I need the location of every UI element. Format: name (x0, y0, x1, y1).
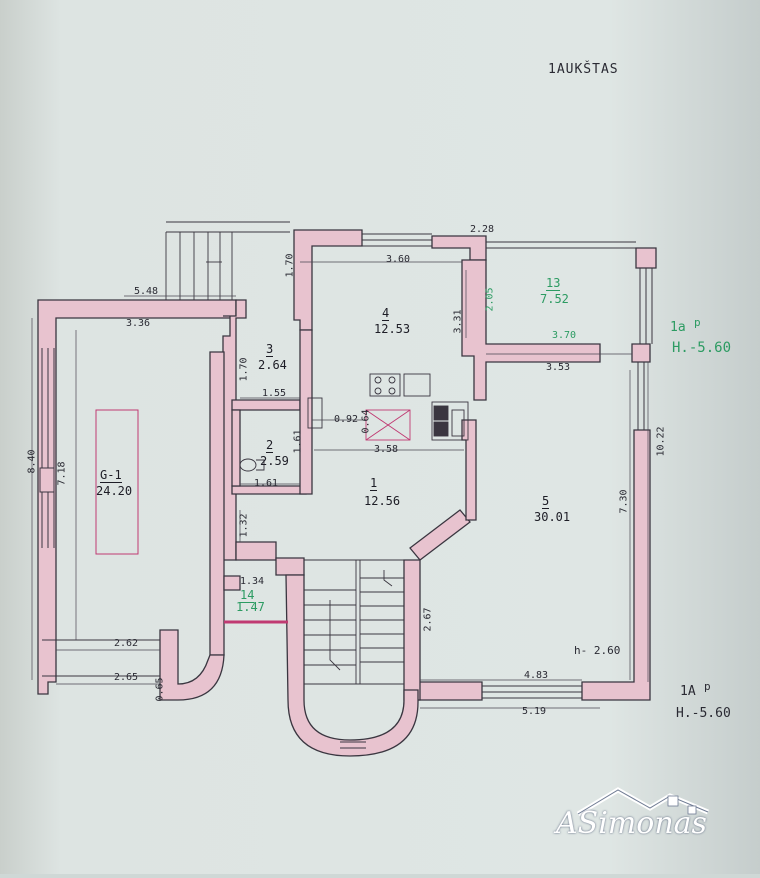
dimension-label: 10.22 (655, 426, 667, 457)
partition-3-2 (231, 399, 301, 411)
plan-title: 1AUKŠTAS (548, 62, 619, 77)
dimension-label: 1.70 (284, 253, 296, 278)
note-text: 1A (680, 684, 696, 699)
corner-column-2 (631, 343, 651, 363)
room-height-label: h- 2.60 (574, 644, 621, 657)
diagonal-wall (409, 509, 471, 561)
room-area: 12.56 (364, 494, 401, 508)
dimension-label: 3.31 (452, 309, 464, 334)
dimension-label: 0.65 (154, 677, 166, 702)
brand-logo-icon (576, 787, 709, 817)
entrance-curve-wall (159, 629, 225, 701)
dimension-label: 5.48 (134, 286, 159, 297)
dimension-label: 1.34 (240, 576, 265, 587)
fixtures (95, 373, 469, 624)
dimension-label: 4.83 (524, 670, 549, 681)
note-text: 1a (670, 320, 686, 335)
dimension-label: 2.67 (422, 607, 434, 632)
dimension-label: 1.61 (254, 478, 279, 489)
dimension-label: 0.64 (360, 409, 372, 434)
room-number: 3 (266, 342, 274, 357)
note-text: p (704, 680, 711, 693)
room5-south-wall (415, 681, 483, 701)
room-area: 30.01 (534, 510, 571, 524)
room-area: 7.52 (540, 292, 569, 306)
dimension-label: 5.19 (522, 706, 547, 717)
dimension-label: 2.65 (114, 672, 139, 683)
room5-north-wall (461, 259, 601, 401)
room-area: 1.47 (236, 600, 265, 614)
bay-window-wall (285, 574, 419, 757)
room-number: G-1 (100, 468, 122, 483)
note-text: H.-5.60 (672, 340, 732, 356)
note-text: H.-5.60 (676, 706, 731, 721)
internal-staircase (304, 559, 404, 685)
dimension-label: 3.53 (546, 362, 571, 373)
room-number: 13 (546, 276, 561, 291)
room-number: 5 (542, 494, 550, 509)
room-area: 24.20 (96, 484, 133, 498)
vestibule-pier (223, 575, 241, 591)
dimension-label: 3.36 (126, 318, 151, 329)
dimension-label: 2.28 (470, 224, 495, 235)
room3-east-wall (299, 329, 313, 495)
dimension-label: 1.61 (292, 429, 304, 454)
dimension-lines (31, 261, 649, 709)
room5-east-wall (581, 429, 651, 701)
dimension-label: 8.40 (26, 449, 38, 474)
dimension-label: 7.18 (56, 461, 68, 486)
room-area: 12.53 (374, 322, 411, 336)
corner-column (635, 247, 657, 269)
brand-logo-text: ASimonas (556, 806, 707, 841)
dimension-label: 1.32 (238, 513, 250, 538)
west-inner-wall (209, 351, 225, 656)
room-number: 2 (266, 438, 274, 453)
windows (39, 233, 653, 749)
dimension-label: 3.60 (386, 254, 411, 265)
vestibule-wall (275, 557, 305, 576)
wc-west-wall (231, 409, 241, 487)
dimension-label: 7.30 (618, 489, 630, 514)
dimension-label: 2.62 (114, 638, 139, 649)
dimension-label: 0.92 (334, 414, 359, 425)
note-text: p (694, 316, 701, 329)
wall-outlines (37, 229, 657, 757)
dimension-label: 1.55 (262, 388, 287, 399)
dimension-label: 1.70 (238, 357, 250, 382)
room-number: 14 (240, 588, 255, 603)
dimension-label: 3.70 (552, 330, 577, 341)
stair-east-wall (403, 559, 421, 701)
room-number: 1 (370, 476, 378, 491)
dimension-label: 2.05 (484, 287, 496, 312)
room-number: 4 (382, 306, 390, 321)
hall-south-wall (235, 541, 277, 561)
external-stairs (165, 221, 290, 300)
room-area: 2.64 (258, 358, 287, 372)
room-area: 2.59 (260, 454, 289, 468)
dimension-label: 3.58 (374, 444, 399, 455)
